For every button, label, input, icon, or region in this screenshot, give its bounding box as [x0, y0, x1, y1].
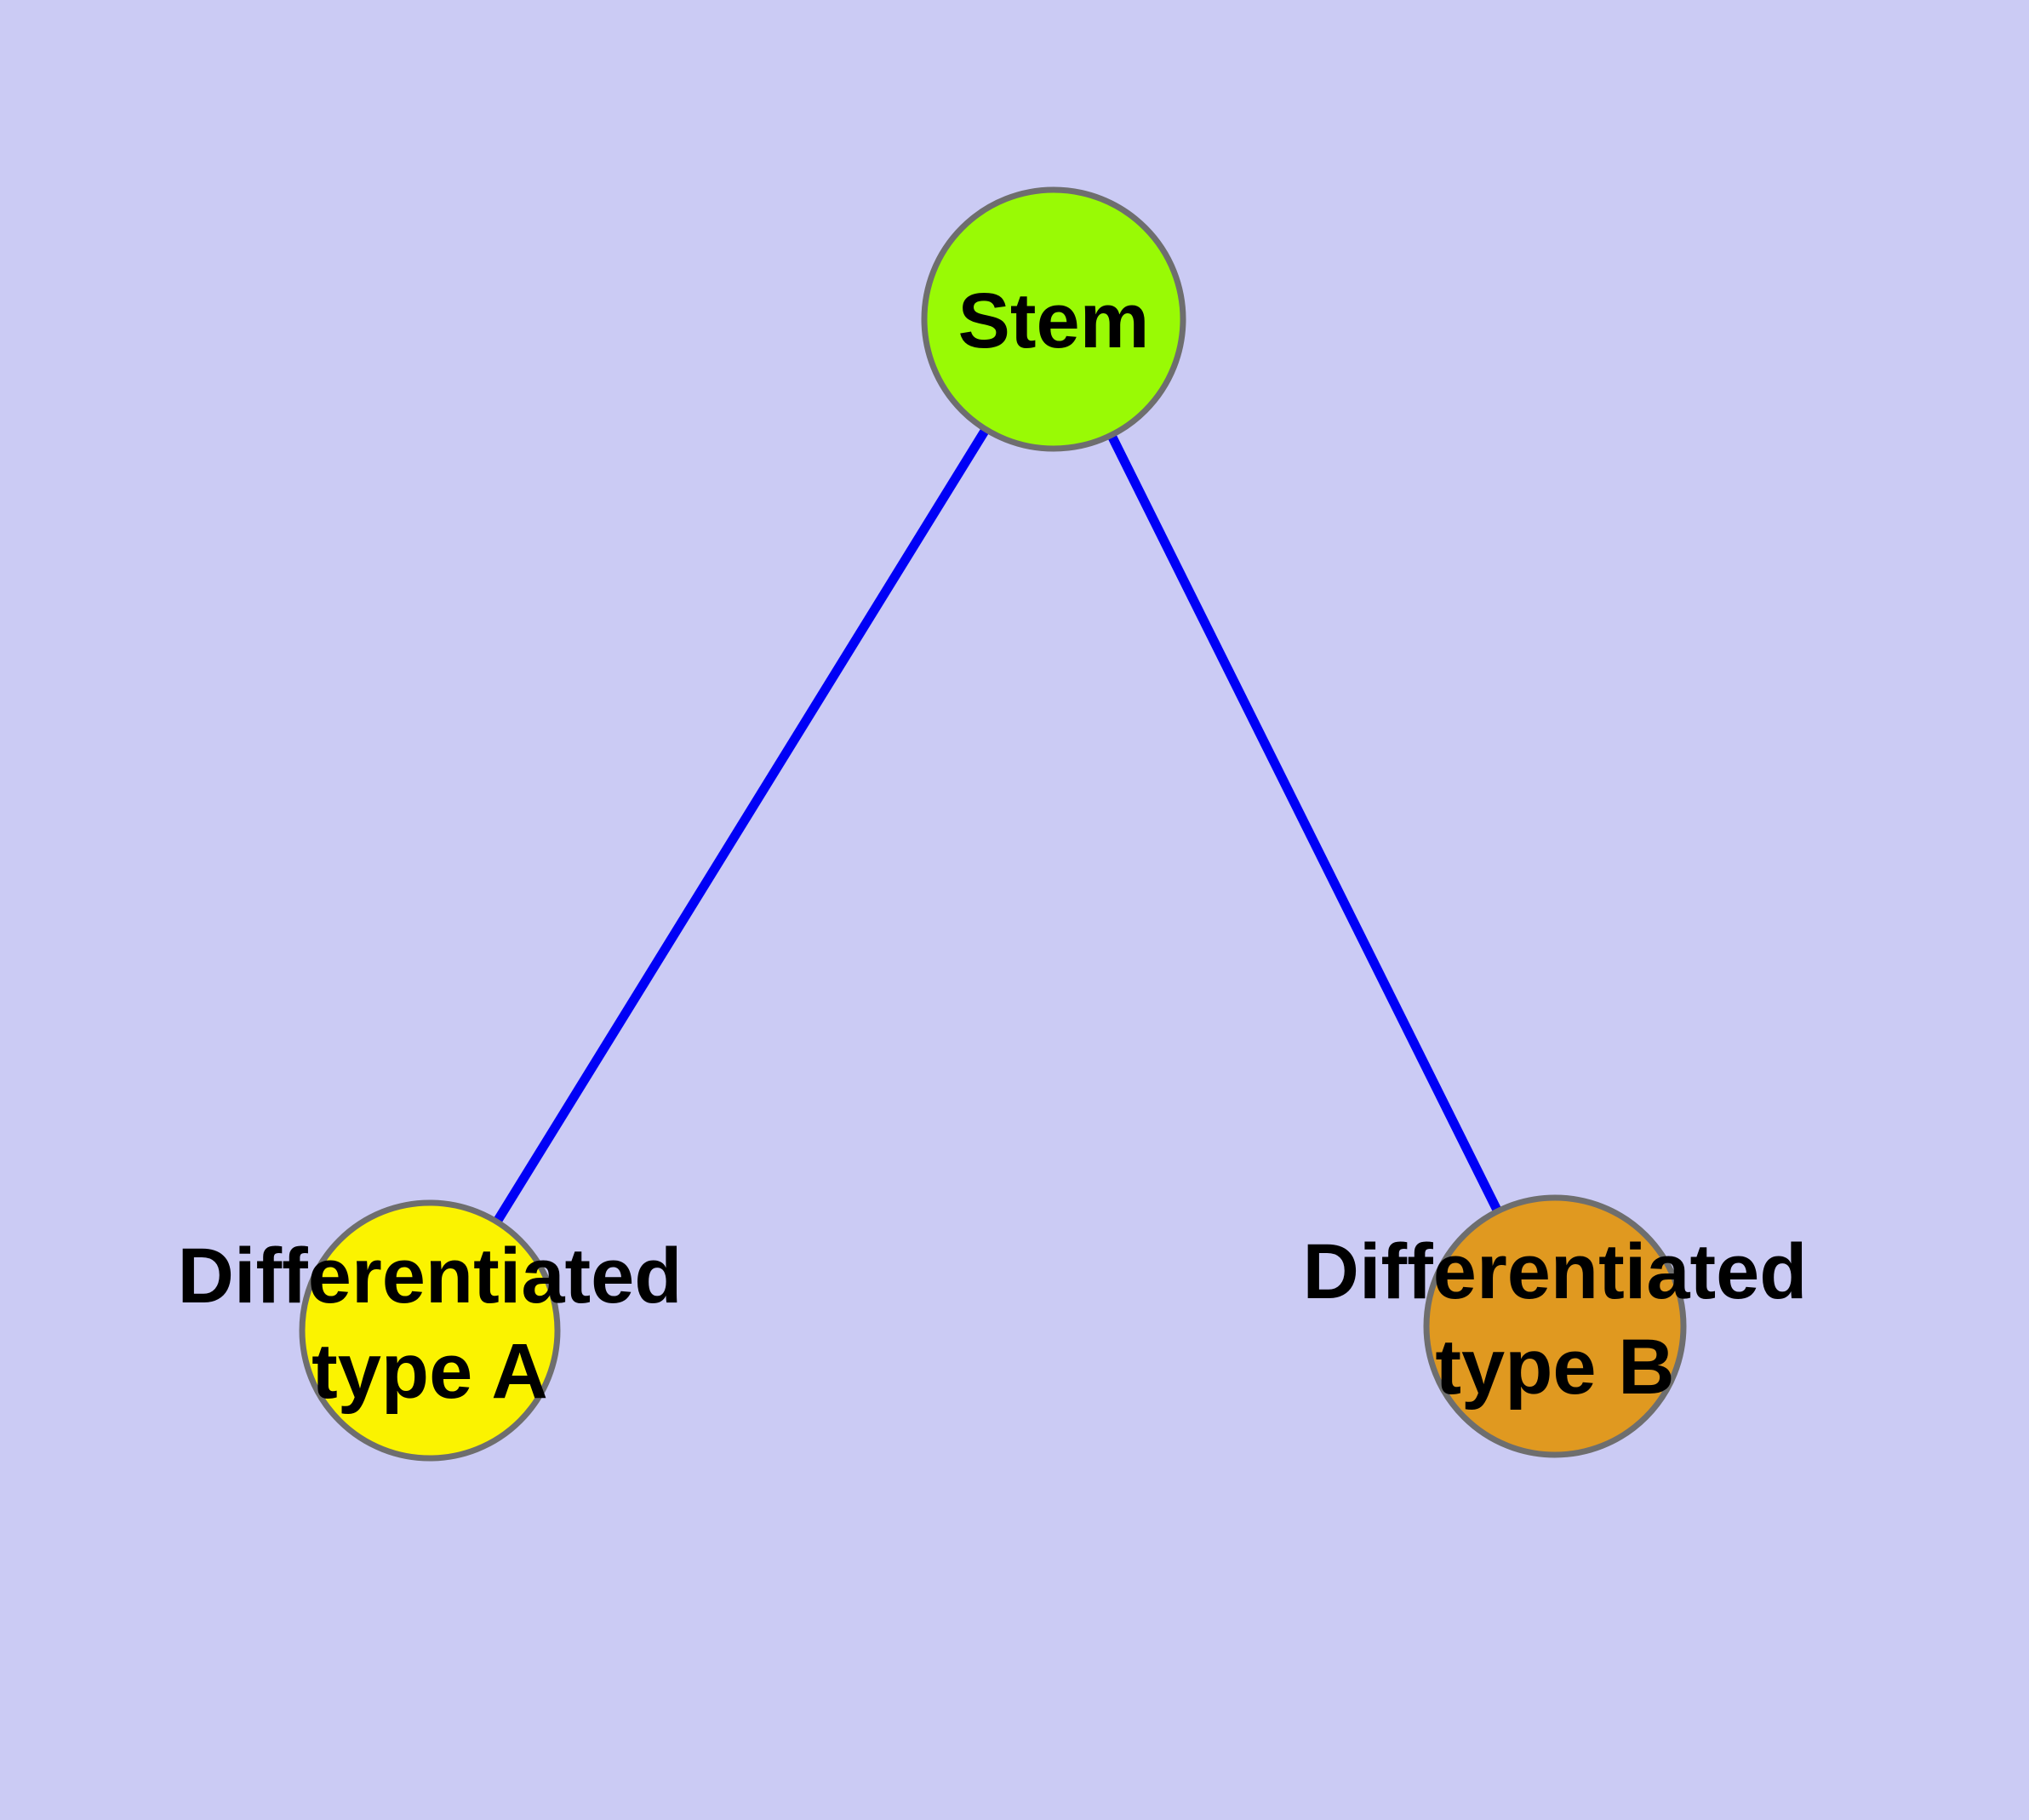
node-type-a-label-line-2: type A [311, 1328, 548, 1415]
node-type-a-circle [299, 1199, 561, 1462]
node-type-a-label-line-1: Differentiated [178, 1233, 683, 1319]
node-type-b-label-line-2: type B [1435, 1324, 1674, 1411]
node-type-b-label-line-1: Differentiated [1303, 1228, 1808, 1315]
edge-stem-to-type-b [1049, 317, 1559, 1329]
node-stem-label: Stem [958, 278, 1150, 364]
node-stem-circle [921, 186, 1186, 452]
node-type-b-circle [1423, 1194, 1687, 1458]
edge-stem-to-type-a [426, 317, 1058, 1333]
